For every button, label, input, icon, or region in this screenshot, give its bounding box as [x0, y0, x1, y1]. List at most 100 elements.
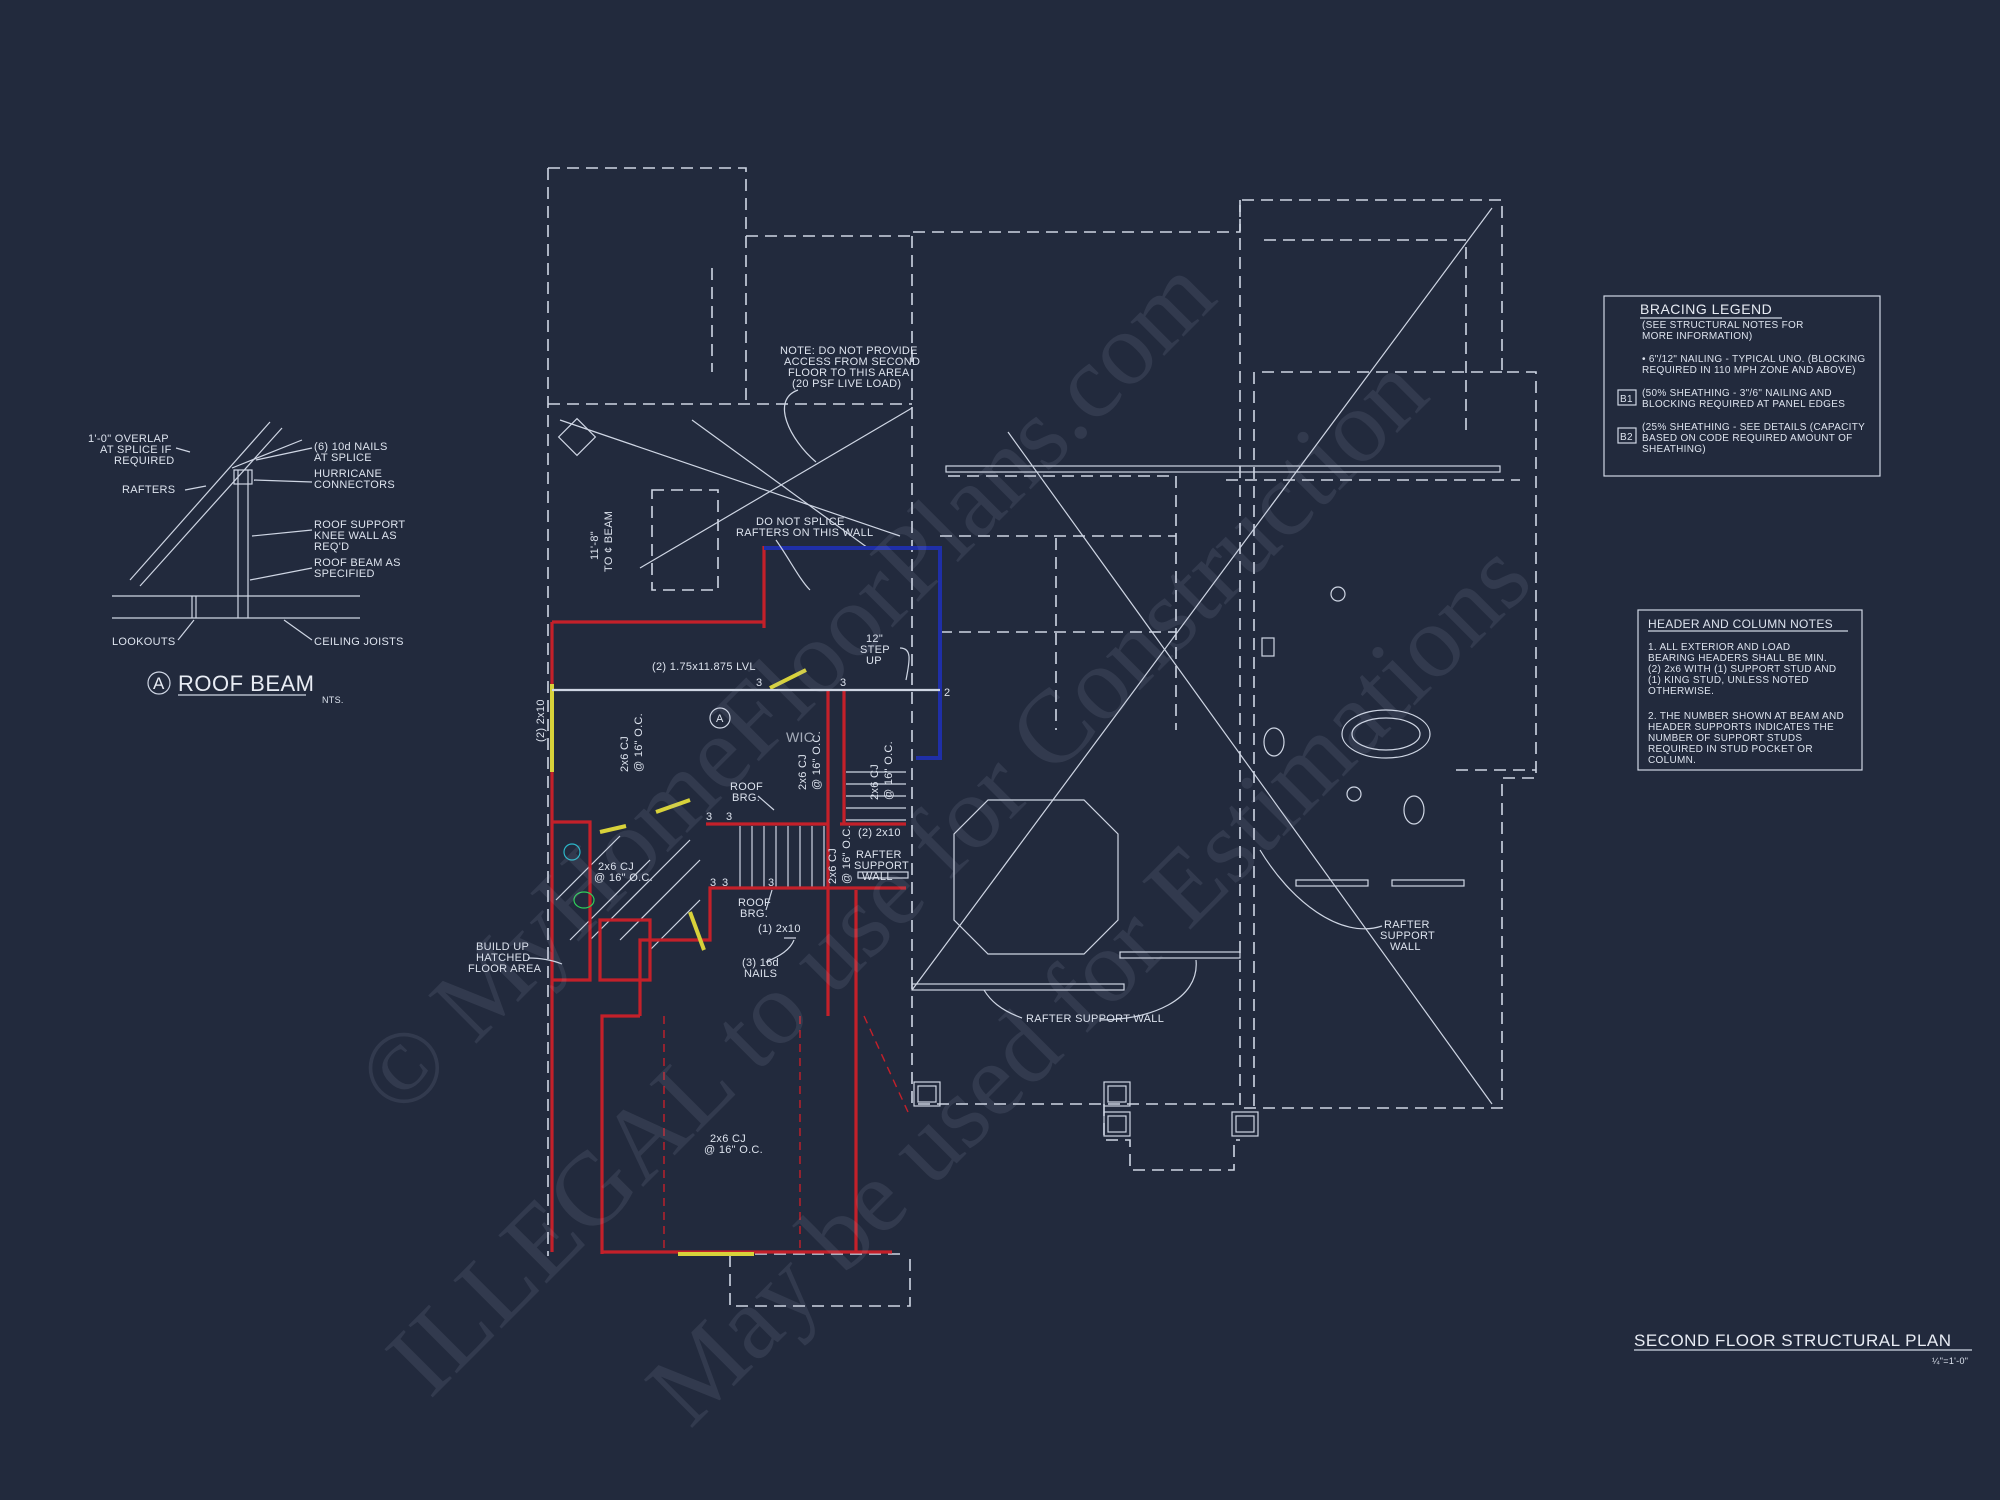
note-splice-2: RAFTERS ON THIS WALL [736, 527, 873, 539]
note-access-3: FLOOR TO THIS AREA [788, 367, 910, 379]
header-notes-2e: COLUMN. [1648, 755, 1696, 766]
nails-small-label-2: NAILS [744, 968, 777, 980]
detail-hurricane-label-2: CONNECTORS [314, 479, 395, 491]
detail-scale: NTS. [322, 695, 344, 705]
detail-beam-label-2: SPECIFIED [314, 568, 375, 580]
build-up-label-3: FLOOR AREA [468, 963, 542, 975]
build-up-label-1: BUILD UP [476, 941, 529, 953]
note-access-4: (20 PSF LIVE LOAD) [792, 378, 901, 390]
detail-hurricane-label-1: HURRICANE [314, 468, 382, 480]
note-access-1: NOTE: DO NOT PROVIDE [780, 345, 918, 357]
rafter-wall-mid-3: WALL [862, 871, 893, 883]
note-splice-1: DO NOT SPLICE [756, 516, 845, 528]
detail-knee-label-1: ROOF SUPPORT [314, 519, 405, 531]
cj-label-1b: @ 16" O.C. [633, 713, 645, 772]
sheet-title: SECOND FLOOR STRUCTURAL PLAN [1634, 1331, 1952, 1350]
stud-count-6: 3 [710, 877, 716, 889]
bracing-legend-item-3a: (25% SHEATHING - SEE DETAILS (CAPACITY [1642, 422, 1865, 433]
step-label-2: STEP [860, 644, 890, 656]
build-up-label-2: HATCHED [476, 952, 530, 964]
note-access-2: ACCESS FROM SECOND [784, 356, 920, 368]
detail-marker-letter: A [153, 674, 165, 693]
stud-count-1: 3 [756, 677, 762, 689]
plan-marker-a: A [716, 713, 724, 725]
detail-overlap-label-1: 1'-0" OVERLAP [88, 433, 169, 445]
bracing-legend: BRACING LEGEND (SEE STRUCTURAL NOTES FOR… [1603, 295, 1881, 477]
step-label-3: UP [866, 655, 882, 667]
detail-knee-label-2: KNEE WALL AS [314, 530, 397, 542]
detail-overlap-label-2: AT SPLICE IF [100, 444, 172, 456]
header-notes-1d: (1) KING STUD, UNLESS NOTED [1648, 675, 1809, 686]
header-notes-2d: REQUIRED IN STUD POCKET OR [1648, 744, 1813, 755]
rafter-wall-right-1: RAFTER [1384, 919, 1430, 931]
detail-nails-label-1: (6) 10d NAILS [314, 441, 388, 453]
detail-title: ROOF BEAM [178, 671, 315, 696]
step-label-1: 12" [866, 633, 883, 645]
rafter-wall-bottom: RAFTER SUPPORT WALL [1026, 1013, 1164, 1025]
dim-to-beam: 11'-8" [589, 531, 601, 560]
cj-label-6b: @ 16" O.C. [704, 1144, 763, 1156]
header-notes-2b: HEADER SUPPORTS INDICATES THE [1648, 722, 1834, 733]
stud-count-5: 3 [726, 811, 732, 823]
header-notes-1e: OTHERWISE. [1648, 686, 1714, 697]
rafter-wall-mid-1: RAFTER [856, 849, 902, 861]
header-notes-1c: (2) 2x6 WITH (1) SUPPORT STUD AND [1648, 664, 1836, 675]
lvl-beam-label: (2) 1.75x11.875 LVL [652, 661, 756, 673]
cj-label-6: 2x6 CJ [710, 1133, 746, 1145]
bracing-legend-b1-tag: B1 [1620, 394, 1633, 405]
header-notes-1b: BEARING HEADERS SHALL BE MIN. [1648, 653, 1827, 664]
header-small-label: (1) 2x10 [758, 923, 801, 935]
header-mid-label: (2) 2x10 [858, 827, 901, 839]
bracing-legend-b2-tag: B2 [1620, 432, 1633, 443]
cj-label-3b: @ 16" O.C. [883, 741, 895, 800]
header-column-notes: HEADER AND COLUMN NOTES 1. ALL EXTERIOR … [1637, 609, 1863, 771]
header-notes-title: HEADER AND COLUMN NOTES [1648, 617, 1833, 631]
wic-label: WIC [786, 729, 814, 745]
stud-count-7: 3 [722, 877, 728, 889]
header-notes-2a: 2. THE NUMBER SHOWN AT BEAM AND [1648, 711, 1844, 722]
stud-count-8: 3 [768, 877, 774, 889]
bracing-legend-sub-2: MORE INFORMATION) [1642, 331, 1752, 342]
cj-label-2b: @ 16" O.C. [811, 731, 823, 790]
cj-label-1: 2x6 CJ [619, 736, 631, 772]
stud-count-4: 3 [706, 811, 712, 823]
stud-count-3: 2 [944, 687, 950, 699]
roof-brg2-label-1: ROOF [738, 897, 771, 909]
rafter-wall-mid-2: SUPPORT [854, 860, 909, 872]
roof-brg-label-2: BRG. [732, 792, 760, 804]
detail-ceiling-joists-label: CEILING JOISTS [314, 636, 404, 648]
leader-lines [527, 389, 1383, 1021]
cj-label-4b: @ 16" O.C. [841, 825, 853, 884]
floor-plan [547, 167, 1537, 1307]
bracing-legend-item-3c: SHEATHING) [1642, 444, 1706, 455]
detail-overlap-label-3: REQUIRED [114, 455, 174, 467]
bracing-legend-item-2b: BLOCKING REQUIRED AT PANEL EDGES [1642, 399, 1845, 410]
roof-beam-detail [112, 421, 360, 641]
roof-brg-label-1: ROOF [730, 781, 763, 793]
header-notes-1a: 1. ALL EXTERIOR AND LOAD [1648, 642, 1790, 653]
detail-nails-label-2: AT SPLICE [314, 452, 372, 464]
header-left-label: (2) 2x10 [535, 699, 547, 742]
cj-label-5b: @ 16" O.C. [594, 872, 653, 884]
rafter-wall-right-2: SUPPORT [1380, 930, 1435, 942]
bracing-legend-item-1b: REQUIRED IN 110 MPH ZONE AND ABOVE) [1642, 365, 1856, 376]
roof-brg2-label-2: BRG. [740, 908, 768, 920]
detail-knee-label-3: REQ'D [314, 541, 349, 553]
detail-marker-circle [147, 671, 171, 695]
bracing-legend-sub-1: (SEE STRUCTURAL NOTES FOR [1642, 320, 1804, 331]
sheet-scale: ¼"=1'-0" [1932, 1356, 1968, 1366]
detail-beam-label-1: ROOF BEAM AS [314, 557, 401, 569]
bracing-legend-item-2a: (50% SHEATHING - 3"/6" NAILING AND [1642, 388, 1832, 399]
detail-lookouts-label: LOOKOUTS [112, 636, 176, 648]
header-notes-2c: NUMBER OF SUPPORT STUDS [1648, 733, 1802, 744]
cj-label-4: 2x6 CJ [827, 848, 839, 884]
rafter-wall-right-3: WALL [1390, 941, 1421, 953]
cj-label-5: 2x6 CJ [598, 861, 634, 873]
bracing-legend-item-1a: • 6"/12" NAILING - TYPICAL UNO. (BLOCKIN… [1642, 354, 1866, 365]
cj-label-3: 2x6 CJ [869, 764, 881, 800]
detail-rafters-label: RAFTERS [122, 484, 175, 496]
cj-label-2: 2x6 CJ [797, 754, 809, 790]
bracing-legend-title: BRACING LEGEND [1640, 301, 1772, 317]
bracing-legend-item-3b: BASED ON CODE REQUIRED AMOUNT OF [1642, 433, 1853, 444]
